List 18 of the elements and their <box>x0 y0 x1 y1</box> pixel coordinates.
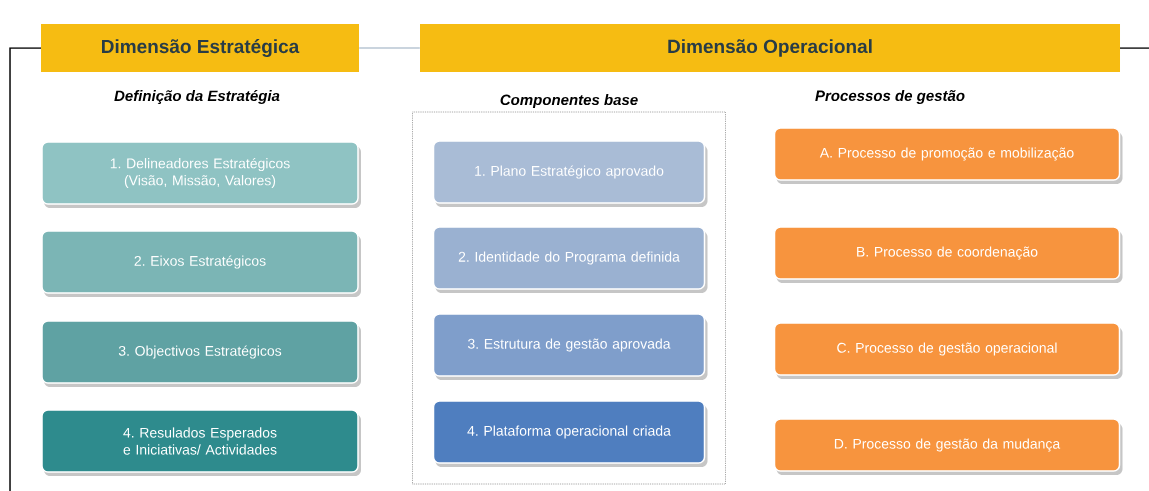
column-heading: Processos de gestão <box>815 90 965 104</box>
rounded-box: C. Processo de gestão operacional <box>773 322 1123 379</box>
rounded-box: D. Processo de gestão da mudança <box>773 418 1123 475</box>
rounded-box: 3. Estrutura de gestão aprovada <box>432 313 708 380</box>
rounded-box: 2. Eixos Estratégicos <box>41 230 361 297</box>
header-banner: Dimensão Operacional <box>420 24 1120 72</box>
header-banner: Dimensão Estratégica <box>41 24 359 72</box>
rounded-box: A. Processo de promoção e mobilização <box>773 127 1123 184</box>
rounded-box: 1. Plano Estratégico aprovado <box>432 140 708 207</box>
column-heading: Definição da Estratégia <box>114 89 280 105</box>
rounded-box: 2. Identidade do Programa definida <box>432 226 708 293</box>
rounded-box: 4. Plataforma operacional criada <box>432 400 708 467</box>
rounded-box: B. Processo de coordenação <box>773 226 1123 283</box>
rounded-box: 3. Objectivos Estratégicos <box>41 320 361 387</box>
node-label: Componentes base <box>500 94 638 109</box>
rounded-box: 4. Resulados Esperados e Iniciativas/ Actividades <box>41 409 361 476</box>
connector-line <box>358 47 421 49</box>
rounded-box: 1. Delineadores Estratégicos (Visão, Missão, Valores) <box>41 141 361 208</box>
